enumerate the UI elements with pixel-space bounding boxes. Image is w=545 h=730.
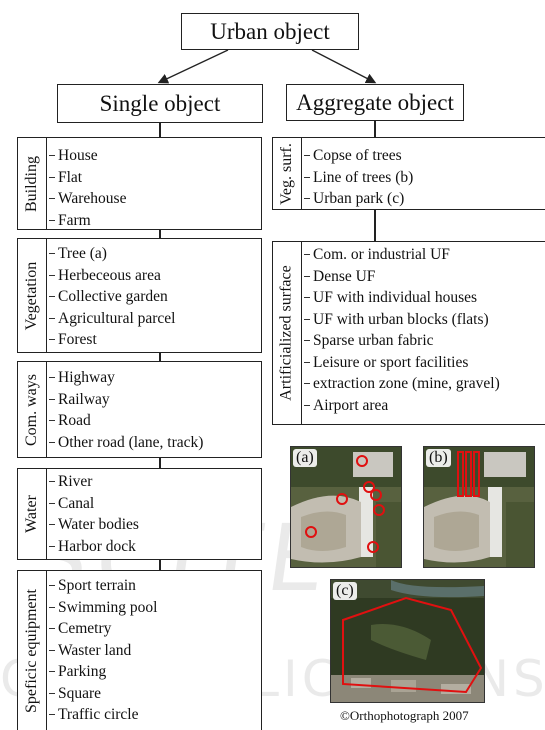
connector-aggregate: [374, 121, 376, 137]
category-vegetation: Vegetation Tree (a) Herbeceous area Coll…: [17, 238, 262, 353]
orthophoto-a: (a): [290, 446, 402, 568]
single-object-node: Single object: [57, 84, 263, 123]
list-item: Railway: [46, 389, 261, 411]
category-building: Building House Flat Warehouse Farm: [17, 137, 262, 230]
root-label: Urban object: [210, 18, 330, 44]
list-item: Highway: [46, 367, 261, 389]
list-item: extraction zone (mine, gravel): [301, 373, 545, 395]
arrow-to-single: [157, 49, 229, 84]
category-label-building: Building: [23, 155, 41, 212]
category-veg-surf: Veg. surf. Copse of trees Line of trees …: [272, 137, 545, 210]
connector-single-4: [159, 560, 161, 570]
list-item: Copse of trees: [301, 145, 545, 167]
aggregate-object-node: Aggregate object: [286, 84, 464, 121]
aggregate-object-label: Aggregate object: [296, 89, 454, 115]
list-item: Collective garden: [46, 286, 261, 308]
connector-single-1: [159, 230, 161, 238]
list-item: UF with individual houses: [301, 287, 545, 309]
category-com-ways: Com. ways Highway Railway Road Other roa…: [17, 361, 262, 458]
list-item: Other road (lane, track): [46, 432, 261, 454]
photo-label-a: (a): [293, 449, 317, 467]
list-item: Tree (a): [46, 243, 261, 265]
list-item: Sport terrain: [46, 575, 261, 597]
category-label-water: Water: [23, 495, 41, 533]
single-object-label: Single object: [99, 90, 221, 116]
list-item: House: [46, 145, 261, 167]
category-label-com-ways: Com. ways: [23, 373, 40, 446]
list-item: Forest: [46, 329, 261, 351]
list-item: Warehouse: [46, 188, 261, 210]
list-item: Flat: [46, 167, 261, 189]
list-item: Dense UF: [301, 266, 545, 288]
list-item: River: [46, 471, 261, 493]
list-item: Com. or industrial UF: [301, 244, 545, 266]
list-item: Line of trees (b): [301, 167, 545, 189]
list-item: Herbeceous area: [46, 265, 261, 287]
list-item: Traffic circle: [46, 704, 261, 726]
orthophoto-b: (b): [423, 446, 535, 568]
list-item: Airport area: [301, 395, 545, 417]
category-label-artificialized-surface: Artificialized surface: [278, 265, 296, 401]
root-node: Urban object: [181, 13, 359, 50]
orthophoto-c: (c): [330, 579, 485, 703]
list-item: UF with urban blocks (flats): [301, 309, 545, 331]
connector-single-2: [159, 353, 161, 361]
category-artificialized-surface: Artificialized surface Com. or industria…: [272, 241, 545, 425]
branch-arrows: [157, 49, 377, 84]
list-item: Canal: [46, 493, 261, 515]
list-item: Cemetry: [46, 618, 261, 640]
photo-credit: ©Orthophotograph 2007: [340, 708, 469, 723]
photo-label-b: (b): [426, 449, 451, 467]
category-water: Water River Canal Water bodies Harbor do…: [17, 468, 262, 560]
list-item: Waster land: [46, 640, 261, 662]
list-item: Harbor dock: [46, 536, 261, 558]
list-item: Urban park (c): [301, 188, 545, 210]
category-label-vegetation: Vegetation: [23, 261, 41, 330]
connector-single: [159, 123, 161, 137]
list-item: Parking: [46, 661, 261, 683]
connector-single-3: [159, 458, 161, 468]
list-item: Farm: [46, 210, 261, 232]
photo-label-c: (c): [333, 582, 357, 600]
arrow-to-aggregate: [311, 49, 377, 84]
category-label-specific-equipment: Speficic equipment: [23, 588, 40, 713]
list-item: Sparse urban fabric: [301, 330, 545, 352]
category-specific-equipment: Speficic equipment Sport terrain Swimmin…: [17, 570, 262, 730]
list-item: Swimming pool: [46, 597, 261, 619]
connector-aggregate-1: [374, 210, 376, 241]
list-item: Leisure or sport facilities: [301, 352, 545, 374]
list-item: Water bodies: [46, 514, 261, 536]
list-item: Road: [46, 410, 261, 432]
list-item: Agricultural parcel: [46, 308, 261, 330]
category-label-veg-surf: Veg. surf.: [278, 142, 296, 205]
list-item: Square: [46, 683, 261, 705]
